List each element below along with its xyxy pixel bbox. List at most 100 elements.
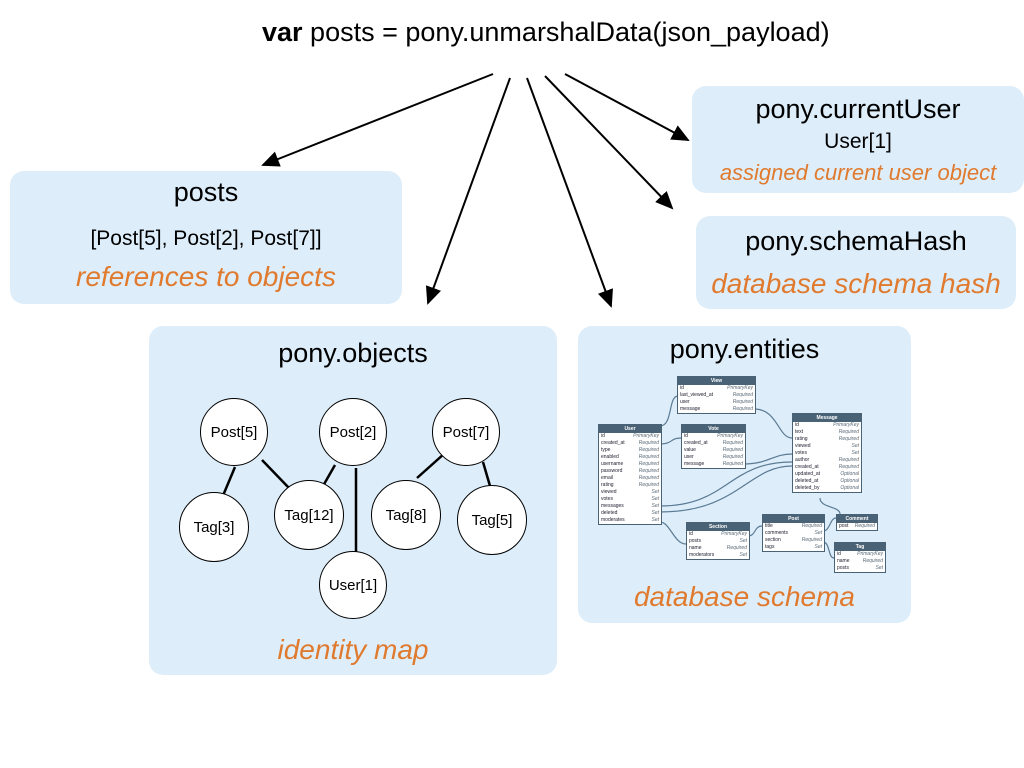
field-modifier: Required [732, 392, 753, 398]
edge-post7-tag8 [416, 452, 446, 479]
field-name: posts [837, 565, 849, 571]
rel-section-post [747, 525, 763, 537]
field-name: deleted [601, 510, 618, 516]
object-edges [220, 452, 492, 554]
field-name: votes [795, 450, 807, 456]
field-modifier: Set [851, 443, 859, 449]
current-user-title: pony.currentUser [755, 94, 961, 124]
field-modifier: Set [651, 503, 659, 509]
field-modifier: PrimaryKey [833, 422, 859, 428]
objects-title: pony.objects [278, 338, 428, 368]
table-comment-header: Comment [837, 515, 877, 523]
field-modifier: Optional [840, 478, 859, 484]
field-modifier: Required [638, 461, 659, 467]
field-modifier: PrimaryKey [727, 385, 753, 391]
edge-post5-tag12 [261, 459, 290, 489]
entities-caption: database schema [633, 581, 856, 612]
field-modifier: PrimaryKey [721, 531, 747, 537]
node-user-1: User[1] [319, 551, 387, 619]
field-name: id [689, 531, 693, 537]
field-name: password [601, 468, 623, 474]
field-modifier: Required [838, 457, 859, 463]
field-modifier: PrimaryKey [857, 551, 883, 557]
field-name: user [680, 399, 690, 405]
field-name: id [684, 433, 688, 439]
field-name: value [684, 447, 696, 453]
table-view-header: View [678, 377, 755, 385]
field-modifier: Required [722, 461, 743, 467]
field-name: created_at [795, 464, 819, 470]
table-view-row: user Required [678, 399, 755, 406]
field-name: moderates [601, 517, 625, 523]
table-message-row: created_at Required [793, 464, 861, 471]
field-modifier: Required [838, 429, 859, 435]
field-modifier: Optional [840, 485, 859, 491]
field-modifier: PrimaryKey [717, 433, 743, 439]
field-modifier: Required [732, 399, 753, 405]
arrow-to-entities [526, 77, 613, 308]
field-modifier: Required [638, 447, 659, 453]
field-modifier: Set [814, 544, 822, 550]
field-name: viewed [795, 443, 811, 449]
table-section-row: id PrimaryKey [687, 531, 749, 538]
arrow-to-schema-hash [544, 75, 674, 210]
field-modifier: Required [638, 468, 659, 474]
field-name: rating [601, 482, 614, 488]
field-modifier: Required [638, 475, 659, 481]
table-vote-row: value Required [682, 447, 745, 454]
node-post-5: Post[5] [200, 398, 268, 466]
table-section-header: Section [687, 523, 749, 531]
node-tag-5: Tag[5] [457, 485, 527, 555]
field-name: author [795, 457, 810, 463]
edge-post2-tag12 [321, 464, 337, 487]
field-name: post [839, 523, 849, 529]
rel-view-message [753, 408, 793, 439]
rel-message-comment [819, 497, 841, 515]
field-name: rating [795, 436, 808, 442]
schema-hash-caption: database schema hash [711, 268, 1001, 299]
field-modifier: Required [801, 523, 822, 529]
field-name: id [601, 433, 605, 439]
node-post-2: Post[2] [319, 398, 387, 466]
field-name: updated_at [795, 471, 821, 477]
current-user-panel: pony.currentUser User[1] assigned curren… [692, 86, 1024, 193]
field-modifier: Required [862, 558, 883, 564]
schema-hash-title: pony.schemaHash [745, 226, 967, 256]
field-name: message [680, 406, 701, 412]
field-modifier: Required [722, 447, 743, 453]
code-text: posts = pony.unmarshalData(json_payload) [302, 17, 830, 47]
rel-user-message-2 [659, 465, 793, 513]
field-name: name [689, 545, 702, 551]
edge-post7-tag5 [481, 461, 492, 487]
node-tag-12: Tag[12] [274, 480, 344, 550]
field-modifier: Set [651, 510, 659, 516]
field-modifier: Required [838, 464, 859, 470]
posts-title: posts [173, 177, 239, 207]
field-modifier: Set [739, 552, 747, 558]
field-modifier: Required [722, 454, 743, 460]
field-name: created_at [601, 440, 625, 446]
